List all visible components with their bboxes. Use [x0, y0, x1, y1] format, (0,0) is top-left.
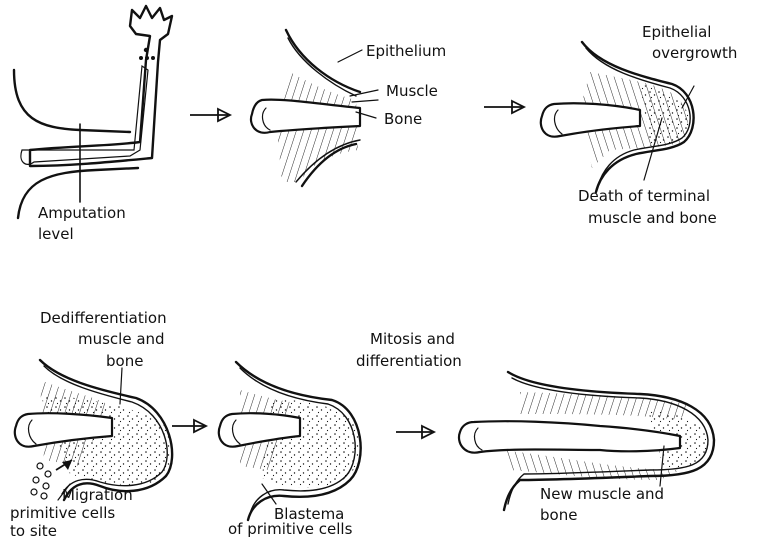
arrow-3 [172, 420, 206, 432]
panel-salamander-limb [14, 6, 172, 218]
arrow-1 [190, 109, 230, 121]
arrow-4 [396, 426, 434, 438]
panel-blastema [219, 362, 361, 520]
arrow-2 [484, 101, 524, 113]
label-bone: Bone [384, 110, 422, 128]
panel-dedifferentiation [15, 360, 173, 500]
panel-stump-anatomy [251, 30, 378, 186]
label-muscle: Muscle [386, 82, 438, 100]
panel-epithelial-overgrowth [541, 42, 694, 192]
label-epithelium: Epithelium [366, 42, 446, 60]
